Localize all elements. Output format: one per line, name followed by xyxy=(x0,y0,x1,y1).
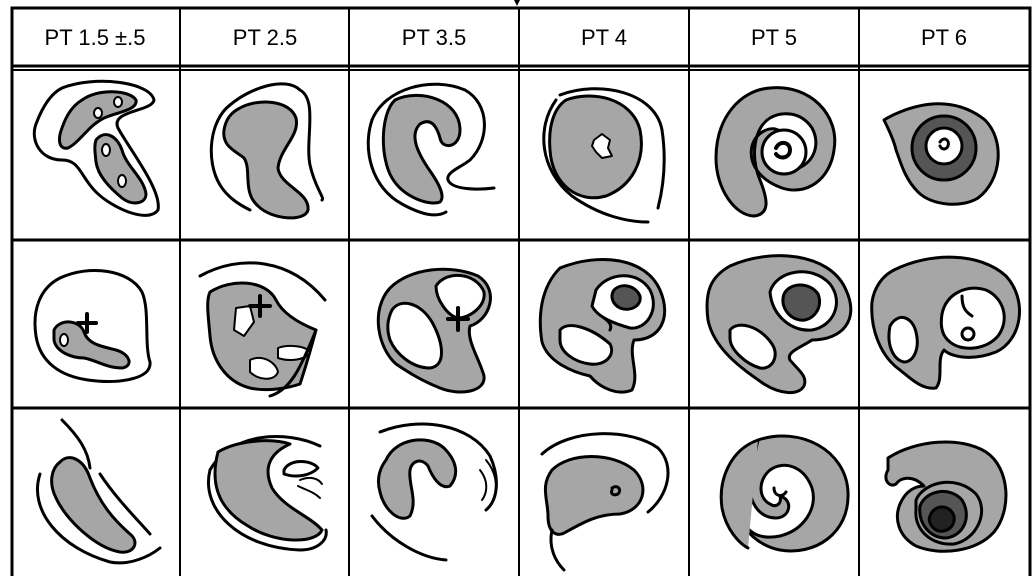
top-marker xyxy=(514,0,520,6)
cell-r2-c4-sketch xyxy=(540,259,664,392)
header-pt-2-5: PT 2.5 xyxy=(233,25,297,50)
cell-r1-c4-sketch xyxy=(544,89,664,222)
cell-r3-c1-sketch xyxy=(37,420,160,563)
cell-r2-c1-sketch xyxy=(35,270,150,381)
header-pt-3-5: PT 3.5 xyxy=(402,25,466,50)
cell-r1-c2-sketch xyxy=(211,84,322,218)
header-pt-1-5: PT 1.5 ±.5 xyxy=(45,25,146,50)
header-pt-6: PT 6 xyxy=(921,25,967,50)
cell-r3-c5-sketch xyxy=(721,436,848,551)
cell-r3-c4-sketch xyxy=(542,434,668,570)
cell-r3-c3-sketch xyxy=(372,424,496,560)
cell-r2-c2-sketch xyxy=(200,263,325,396)
cell-r3-c2-sketch xyxy=(208,437,326,550)
header-row: PT 1.5 ±.5 PT 2.5 PT 3.5 PT 4 PT 5 PT 6 xyxy=(12,8,1030,66)
header-pt-4: PT 4 xyxy=(581,25,627,50)
cell-r2-c5-sketch xyxy=(707,256,851,393)
cell-r1-c5-sketch xyxy=(716,88,835,216)
cell-r2-c6-sketch xyxy=(872,257,1020,388)
cell-r1-c1-sketch xyxy=(34,81,158,215)
cell-r3-c6-sketch xyxy=(886,442,1006,551)
header-pt-5: PT 5 xyxy=(751,25,797,50)
cell-r1-c6-sketch xyxy=(884,104,998,204)
cell-r2-c3-sketch xyxy=(378,269,490,392)
cell-r1-c3-sketch xyxy=(368,84,494,215)
